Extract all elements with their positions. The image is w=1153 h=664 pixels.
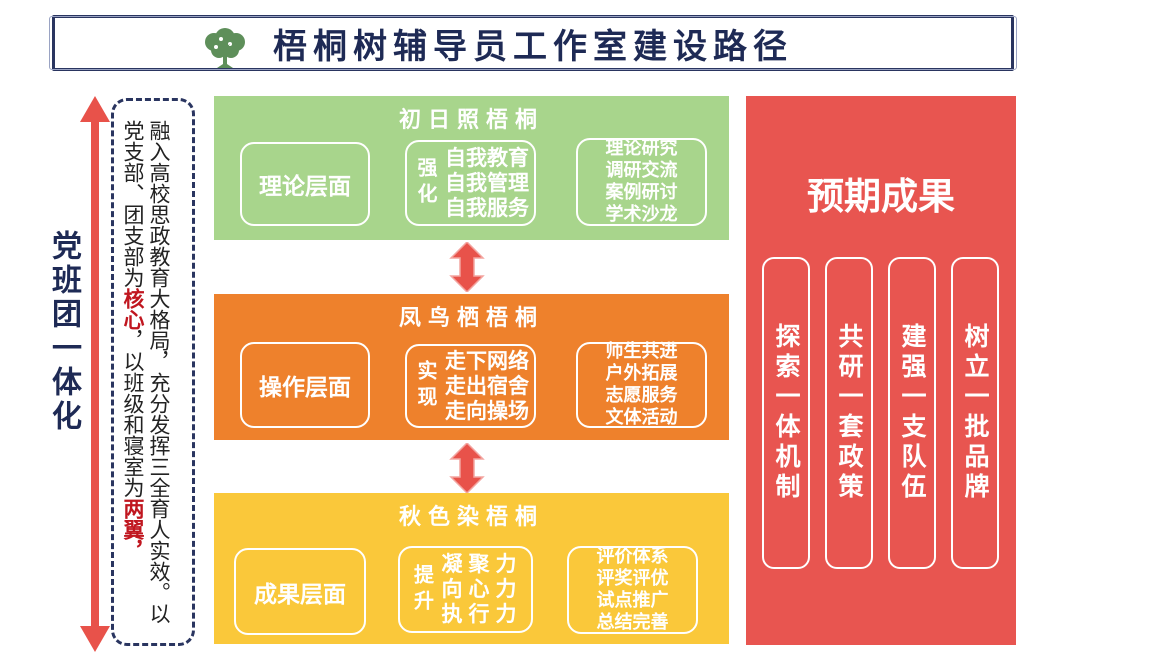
mid-item: 走下网络 xyxy=(445,348,529,373)
side-label: 党班团一体化 xyxy=(40,230,86,444)
mid-label: 实现 xyxy=(414,360,438,412)
expected-results-panel: 预期成果 探索一体机制 共研一套政策 建强一支队伍 树立一批品牌 xyxy=(746,96,1016,645)
mid-item: 向心力 xyxy=(441,577,523,601)
mid-box: 强化 自我教育 自我管理 自我服务 xyxy=(405,140,536,226)
layer-box: 操作层面 xyxy=(240,342,370,428)
list-item: 总结完善 xyxy=(596,612,669,633)
description-part-1: 融入高校思政教育大格局，充分发挥三全育人实效。以党支部、团支部为 xyxy=(121,120,171,624)
title-banner: 梧桐树辅导员工作室建设路径 xyxy=(49,15,1017,71)
connector-arrow xyxy=(449,242,485,292)
layer-label: 操作层面 xyxy=(259,375,351,401)
panel-title: 初日照梧桐 xyxy=(398,108,544,133)
result-pillar: 探索一体机制 xyxy=(762,257,810,569)
pillar-text: 建强一支队伍 xyxy=(898,323,927,503)
description-text: 融入高校思政教育大格局，充分发挥三全育人实效。以党支部、团支部为核心，以班级和寝… xyxy=(120,120,172,630)
list-item: 试点推广 xyxy=(596,590,669,611)
list-item: 学术沙龙 xyxy=(605,204,678,225)
connector-arrow xyxy=(449,443,485,493)
highlight-core: 核心 xyxy=(121,288,145,330)
description-part-2: ，以班级和寝室为 xyxy=(121,330,145,498)
list-box: 师生共进 户外拓展 志愿服务 文体活动 xyxy=(576,341,707,428)
list-item: 户外拓展 xyxy=(605,363,678,384)
list-box: 评价体系 评奖评优 试点推广 总结完善 xyxy=(567,546,698,634)
mid-item: 走向操场 xyxy=(445,398,529,423)
result-pillar: 共研一套政策 xyxy=(825,257,873,569)
mid-item: 自我服务 xyxy=(445,195,529,220)
mid-item: 自我教育 xyxy=(445,145,529,170)
pillar-text: 共研一套政策 xyxy=(835,323,864,503)
list-item: 评奖评优 xyxy=(596,568,669,589)
layer-box: 理论层面 xyxy=(240,142,370,226)
list-item: 案例研讨 xyxy=(605,182,678,203)
mid-box: 实现 走下网络 走出宿舍 走向操场 xyxy=(405,344,536,428)
tree-icon xyxy=(205,28,245,68)
results-title: 预期成果 xyxy=(807,175,955,218)
result-pillar: 建强一支队伍 xyxy=(888,257,936,569)
list-item: 师生共进 xyxy=(605,341,678,362)
list-item: 评价体系 xyxy=(596,546,669,567)
list-item: 理论研究 xyxy=(605,138,678,159)
mid-box: 提升 凝聚力 向心力 执行力 xyxy=(398,546,533,633)
layer-label: 理论层面 xyxy=(259,174,351,200)
mid-item: 执行力 xyxy=(441,602,523,626)
pillar-text: 探索一体机制 xyxy=(772,323,801,503)
mid-item: 凝聚力 xyxy=(441,552,523,576)
list-item: 文体活动 xyxy=(605,407,678,428)
page-title: 梧桐树辅导员工作室建设路径 xyxy=(273,26,793,67)
panel-operation: 凤鸟栖梧桐 操作层面 实现 走下网络 走出宿舍 走向操场 师生共进 户外拓展 志… xyxy=(214,294,729,440)
description-box xyxy=(111,98,195,646)
mid-item: 自我管理 xyxy=(445,170,529,195)
layer-box: 成果层面 xyxy=(234,548,366,635)
list-item: 志愿服务 xyxy=(605,385,678,406)
panel-title: 凤鸟栖梧桐 xyxy=(398,306,544,331)
mid-item: 走出宿舍 xyxy=(445,373,529,398)
vertical-double-arrow xyxy=(80,96,110,652)
mid-label: 强化 xyxy=(414,157,438,209)
highlight-wings: 两翼 xyxy=(121,498,145,540)
panel-title: 秋色染梧桐 xyxy=(398,505,544,530)
layer-label: 成果层面 xyxy=(254,581,346,608)
panel-theory: 初日照梧桐 理论层面 强化 自我教育 自我管理 自我服务 理论研究 调研交流 案… xyxy=(214,96,729,240)
side-label-text: 党班团一体化 xyxy=(46,230,81,434)
mid-label: 提升 xyxy=(410,563,435,616)
description-part-3: ， xyxy=(121,540,145,561)
panel-result-layer: 秋色染梧桐 成果层面 提升 凝聚力 向心力 执行力 评价体系 评奖评优 试点推广… xyxy=(214,493,729,644)
result-pillar: 树立一批品牌 xyxy=(951,257,999,569)
list-item: 调研交流 xyxy=(605,160,678,181)
pillar-text: 树立一批品牌 xyxy=(961,323,990,503)
list-box: 理论研究 调研交流 案例研讨 学术沙龙 xyxy=(576,138,707,226)
